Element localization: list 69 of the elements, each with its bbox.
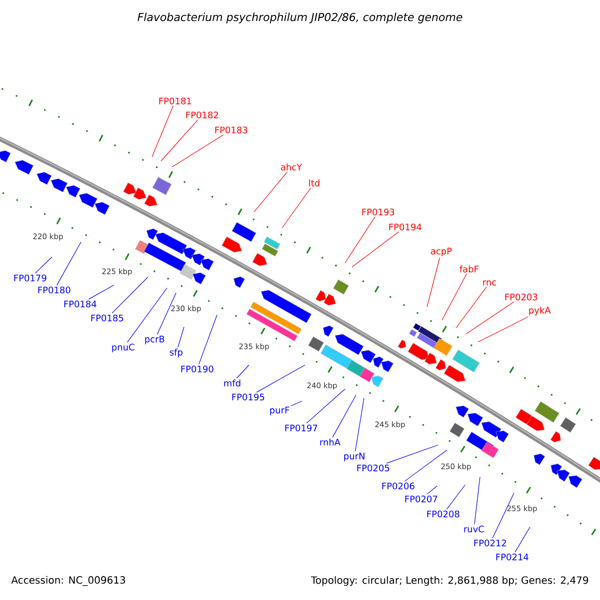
gene-label: acpP: [430, 248, 452, 256]
gene-label: FP0195: [232, 394, 264, 400]
gene-label: purF: [270, 406, 290, 416]
gene-label: pykA: [529, 306, 551, 316]
gene-label: FP0183: [215, 126, 248, 134]
gene-label: FP0208: [427, 510, 460, 518]
gene-label: purN: [344, 452, 364, 462]
leader-line: [290, 400, 302, 406]
leader-line: [236, 364, 250, 378]
footer-text: Topology: circular; Length: 2,861,988 bp; Genes: 2,479: [310, 576, 588, 586]
leader-line: [386, 444, 438, 464]
gene-label: ruvC: [464, 526, 484, 532]
gene-label: pcrB: [145, 336, 164, 344]
leader-line: [126, 288, 168, 343]
title: Flavobacterium psychrophilum JIP02/86, complete genome: [138, 12, 462, 24]
leader-line: [256, 364, 306, 392]
gene-label: FP0184: [64, 300, 96, 308]
leader-line: [492, 492, 514, 538]
leader-line: [514, 526, 530, 552]
leader-line: [56, 242, 82, 286]
gene-label: FP0179: [14, 274, 46, 282]
leader-line: [474, 476, 480, 524]
gene-label: rnhA: [320, 438, 340, 446]
leader-line: [172, 134, 224, 168]
leader-line: [456, 286, 487, 328]
leader-line: [426, 257, 440, 308]
gene-label: FP0194: [389, 224, 422, 230]
gene-label: FP0207: [405, 496, 438, 502]
leader-line: [426, 486, 438, 494]
leader-line: [332, 394, 356, 438]
leader-line: [354, 398, 364, 452]
gene-label: sfp: [170, 348, 182, 358]
gene-label: ahcY: [280, 164, 302, 170]
leader-line: [34, 256, 52, 274]
gene-label: FP0203: [505, 294, 538, 300]
gene-label: FP0182: [186, 112, 218, 118]
gene-label: fabF: [460, 266, 478, 272]
gene-label: FP0180: [38, 286, 70, 294]
gene-label: mfd: [224, 380, 240, 386]
gene-label: FP0205: [357, 464, 390, 472]
gene-label: FP0185: [91, 314, 124, 322]
gene-label: FP0181: [159, 98, 192, 104]
leader-line: [160, 120, 198, 162]
gene-label: FP0193: [362, 208, 394, 216]
leader-line: [442, 274, 467, 320]
gene-label: FP0214: [496, 554, 528, 560]
gene-label: FP0197: [285, 424, 318, 432]
leader-line: [282, 188, 312, 228]
gene-label: pnuC: [112, 344, 134, 352]
leader-line: [344, 216, 376, 264]
leader-line: [446, 484, 466, 510]
gene-label: FP0212: [474, 540, 506, 546]
leader-line: [352, 232, 400, 268]
leader-line: [198, 314, 218, 364]
leader-line: [306, 388, 346, 424]
leader-line: [112, 276, 148, 314]
leader-line: [152, 106, 174, 158]
gene-label: FP0190: [181, 366, 214, 372]
gene-label: ltd: [309, 180, 320, 186]
leader-line: [466, 302, 514, 334]
leader-line: [478, 316, 528, 342]
gene-label: rnc: [483, 280, 496, 286]
gene-label: FP0206: [382, 482, 414, 490]
leader-line: [88, 284, 114, 300]
leader-line: [156, 292, 176, 335]
footer-text: Accession: NC_009613: [11, 576, 126, 586]
leader-line: [178, 326, 184, 348]
leader-line: [254, 172, 288, 212]
leader-line: [404, 450, 448, 482]
